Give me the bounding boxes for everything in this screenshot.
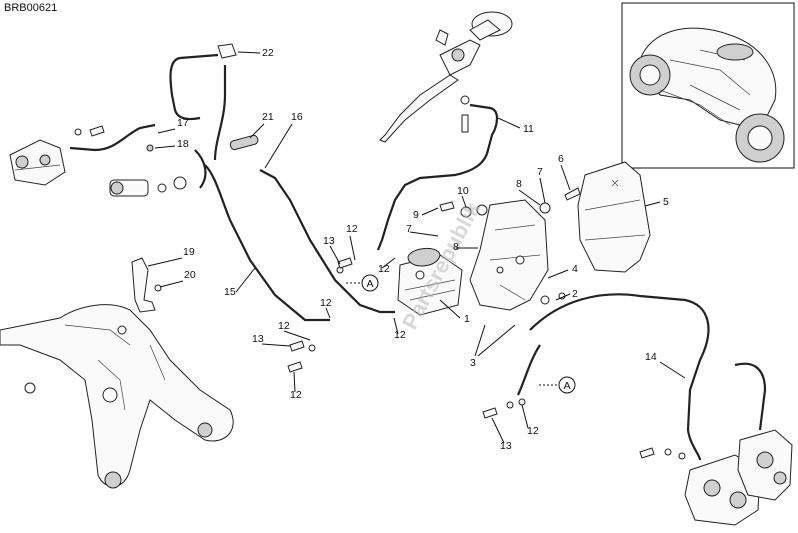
callout-label-8: 8 — [516, 178, 522, 190]
callout-label-10: 10 — [457, 185, 469, 197]
callout-leader-line — [293, 371, 296, 393]
callout-leader-line — [381, 257, 396, 269]
abs-cover-icon — [577, 161, 651, 273]
callout-label-12: 12 — [278, 320, 290, 332]
callout-leader-line — [147, 257, 183, 267]
callout-label-12: 12 — [320, 297, 332, 309]
callout-label-20: 20 — [184, 269, 196, 281]
bolt-icon — [287, 257, 686, 460]
callout-leader-line — [461, 195, 467, 208]
callout-label-15: 15 — [224, 286, 236, 298]
callout-labels: 1234567788910111212121212121213131314151… — [147, 47, 686, 452]
callout-label-7: 7 — [406, 223, 412, 235]
callout-leader-line — [560, 164, 571, 191]
callout-label-4: 4 — [572, 263, 578, 275]
callout-leader-line — [154, 145, 176, 149]
callout-leader-line — [644, 201, 661, 207]
callout-label-6: 6 — [558, 153, 564, 165]
abs-bracket-icon — [469, 199, 549, 311]
callout-leader-line — [393, 317, 399, 335]
callout-leader-line — [409, 231, 439, 237]
mounting-bracket-icon — [131, 257, 162, 313]
frame-swingarm-outline — [0, 304, 234, 489]
callout-label-13: 13 — [323, 235, 335, 247]
callout-label-14: 14 — [645, 351, 657, 363]
svg-text:A: A — [564, 380, 571, 392]
svg-text:A: A — [367, 278, 374, 290]
spacer-sleeve-icon — [229, 134, 259, 151]
callout-leader-line — [159, 280, 184, 288]
callout-label-9: 9 — [413, 209, 419, 221]
callout-leader-line — [547, 269, 569, 279]
callout-label-1: 1 — [464, 313, 470, 325]
callout-label-22: 22 — [262, 47, 274, 59]
callout-leader-line — [329, 245, 341, 265]
callout-label-8: 8 — [453, 241, 459, 253]
callout-label-18: 18 — [177, 138, 189, 150]
callout-label-12: 12 — [394, 329, 406, 341]
rear-master-cylinder-icon — [109, 176, 187, 197]
hose-clip-icon — [217, 43, 237, 59]
callout-label-7: 7 — [537, 166, 543, 178]
callout-leader-line — [521, 404, 529, 429]
callout-leader-line — [325, 307, 331, 319]
callout-label-19: 19 — [183, 246, 195, 258]
callout-leader-line — [349, 235, 356, 261]
callout-label-16: 16 — [291, 111, 303, 123]
callout-leader-line — [157, 128, 176, 134]
callout-label-13: 13 — [500, 440, 512, 452]
motorcycle-thumbnail-icon — [629, 27, 785, 163]
callout-leader-line — [518, 189, 541, 206]
callout-leader-line — [283, 330, 311, 341]
abs-modulator-icon — [397, 247, 463, 316]
callout-leader-line — [539, 177, 546, 204]
callout-label-12: 12 — [290, 389, 302, 401]
callout-label-12: 12 — [346, 223, 358, 235]
callout-leader-line — [497, 117, 521, 129]
callout-leader-line — [264, 123, 293, 169]
callout-label-21: 21 — [262, 111, 274, 123]
bolt-icon — [74, 125, 154, 152]
callout-leader-line — [421, 207, 439, 216]
drawing-code: BRB00621 — [4, 2, 58, 14]
callout-leader-line — [249, 123, 265, 139]
callout-label-2: 2 — [572, 288, 578, 300]
rear-caliper-icon — [9, 139, 66, 186]
callout-label-12: 12 — [378, 263, 390, 275]
callout-label-5: 5 — [663, 196, 669, 208]
front-master-cylinder-icon — [379, 11, 513, 143]
callout-leader-line — [659, 361, 686, 379]
callout-leader-line — [439, 299, 461, 319]
callout-leader-line — [477, 324, 516, 357]
bolt-icon — [439, 187, 581, 305]
reference-marker-a: A — [538, 376, 576, 394]
callout-label-12: 12 — [527, 425, 539, 437]
front-caliper-icon — [684, 429, 793, 526]
callout-leader-line — [491, 417, 505, 444]
callout-leader-line — [261, 343, 291, 347]
callout-label-13: 13 — [252, 333, 264, 345]
callout-label-11: 11 — [523, 123, 534, 135]
callout-label-3: 3 — [470, 357, 476, 369]
callout-leader-line — [237, 51, 261, 54]
callout-label-17: 17 — [177, 117, 189, 129]
callout-leader-line — [555, 293, 571, 301]
callout-leader-line — [235, 267, 256, 293]
callout-leader-line — [474, 324, 486, 357]
reference-marker-a: A — [345, 274, 379, 292]
